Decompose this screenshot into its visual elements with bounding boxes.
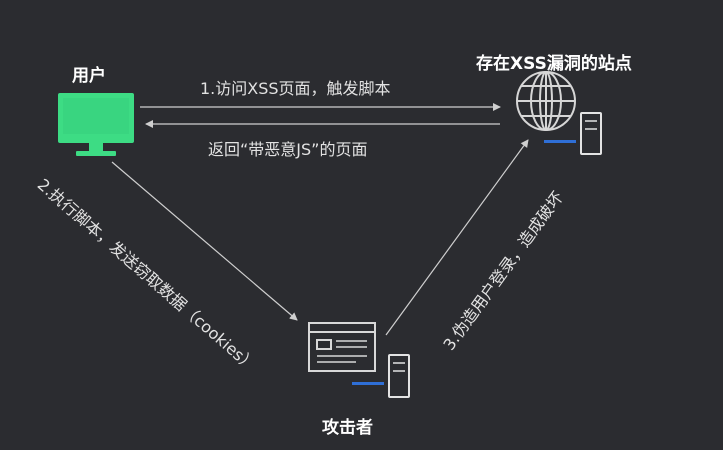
attacker-title: 攻击者: [322, 418, 373, 438]
monitor-icon: [58, 93, 134, 156]
edge-label-return: 返回“带恶意JS”的页面: [208, 140, 368, 159]
site-title: 存在XSS漏洞的站点: [476, 54, 632, 74]
user-title: 用户: [72, 66, 106, 86]
webpage-icon: [308, 322, 376, 372]
edge-label-visit: 1.访问XSS页面，触发脚本: [200, 79, 391, 98]
attacker-server-icon: [352, 354, 410, 398]
arrow-forge: [385, 139, 529, 336]
arrow-execute: [111, 161, 298, 321]
globe-icon: [516, 71, 576, 131]
site-server-icon: [544, 112, 602, 155]
